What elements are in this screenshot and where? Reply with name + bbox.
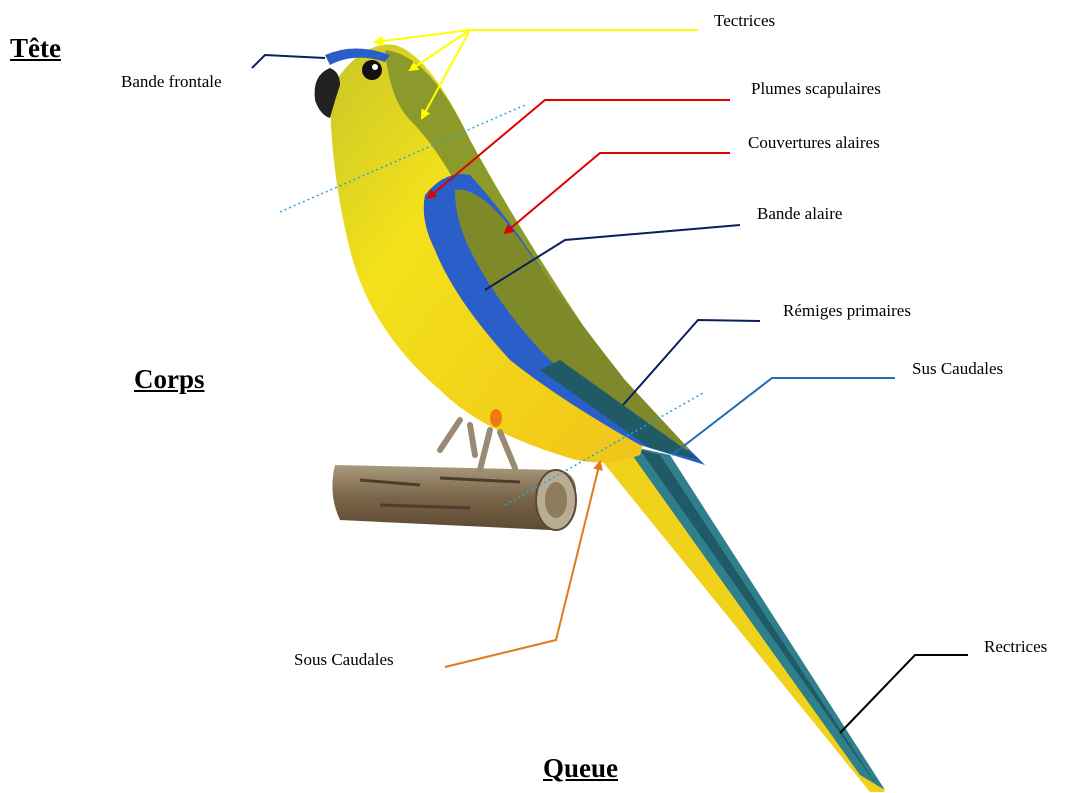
label-sous-caudales: Sous Caudales [294, 651, 394, 668]
label-remiges-primaires: Rémiges primaires [783, 302, 911, 319]
label-rectrices: Rectrices [984, 638, 1047, 655]
section-title-body: Corps [134, 366, 205, 393]
label-bande-alaire: Bande alaire [757, 205, 842, 222]
section-title-head: Tête [10, 35, 61, 62]
label-bande-frontale: Bande frontale [121, 73, 222, 90]
label-sus-caudales: Sus Caudales [912, 360, 1003, 377]
label-tectrices: Tectrices [714, 12, 775, 29]
label-couvertures-alaires: Couvertures alaires [748, 134, 880, 151]
tail [585, 440, 885, 792]
section-title-tail: Queue [543, 755, 618, 782]
branch [332, 465, 576, 530]
label-plumes-scapulaires: Plumes scapulaires [751, 80, 881, 97]
